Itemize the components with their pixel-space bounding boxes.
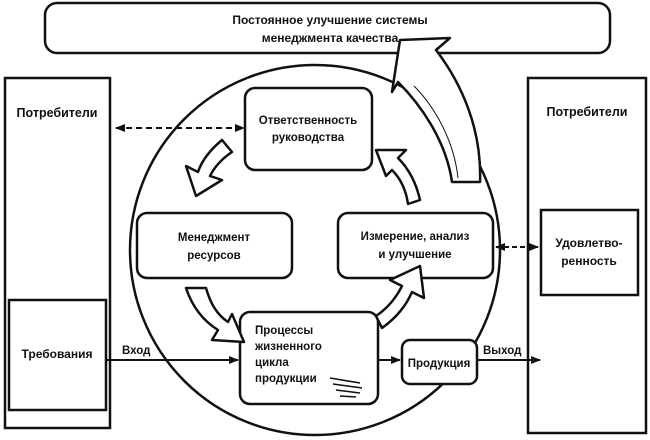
- resources-line-1: Менеджмент: [178, 232, 251, 244]
- processes-line-1: Процессы: [255, 325, 313, 337]
- responsibility-line-1: Ответственность: [259, 115, 357, 127]
- customers-left-column: Потребители Требования: [3, 76, 112, 430]
- output-label: Выход: [483, 345, 522, 357]
- measurement-line-1: Измерение, анализ: [361, 231, 470, 243]
- customers-left-title: Потребители: [17, 106, 98, 120]
- output-flow-arrow: Выход: [378, 345, 541, 364]
- processes-line-4: продукции: [255, 373, 317, 385]
- customers-right-title: Потребители: [547, 105, 628, 119]
- product-realization-block: Процессы жизненного цикла продукции: [238, 310, 380, 406]
- processes-line-2: жизненного: [254, 341, 322, 353]
- satisfaction-line-2: ренность: [561, 254, 617, 268]
- satisfaction-line-1: Удовлетво-: [555, 236, 622, 250]
- product-label: Продукция: [408, 358, 471, 370]
- satisfaction-box: [539, 208, 640, 297]
- measurement-line-2: и улучшение: [378, 249, 451, 261]
- product-block: Продукция: [400, 338, 479, 386]
- banner-line-1: Постоянное улучшение системы: [232, 13, 427, 27]
- management-responsibility-block: Ответственность руководства: [243, 86, 374, 172]
- input-flow-arrow: Вход: [106, 345, 239, 364]
- cycle-arrow-icon: [184, 138, 426, 344]
- improvement-arrow-icon: [390, 36, 482, 184]
- resource-management-block: Менеджмент ресурсов: [135, 211, 294, 280]
- improvement-banner: Постоянное улучшение системы менеджмента…: [43, 1, 612, 55]
- responsibility-line-2: руководства: [272, 132, 345, 144]
- banner-line-2: менеджмента качества: [262, 31, 399, 45]
- resources-line-2: ресурсов: [187, 250, 240, 262]
- customers-right-column: Потребители Удовлетво- ренность: [526, 76, 648, 435]
- requirements-box: [7, 298, 108, 412]
- input-label: Вход: [122, 345, 151, 357]
- requirements-label: Требования: [22, 347, 93, 361]
- processes-line-3: цикла: [255, 357, 289, 369]
- output-stripes-icon: [329, 377, 363, 398]
